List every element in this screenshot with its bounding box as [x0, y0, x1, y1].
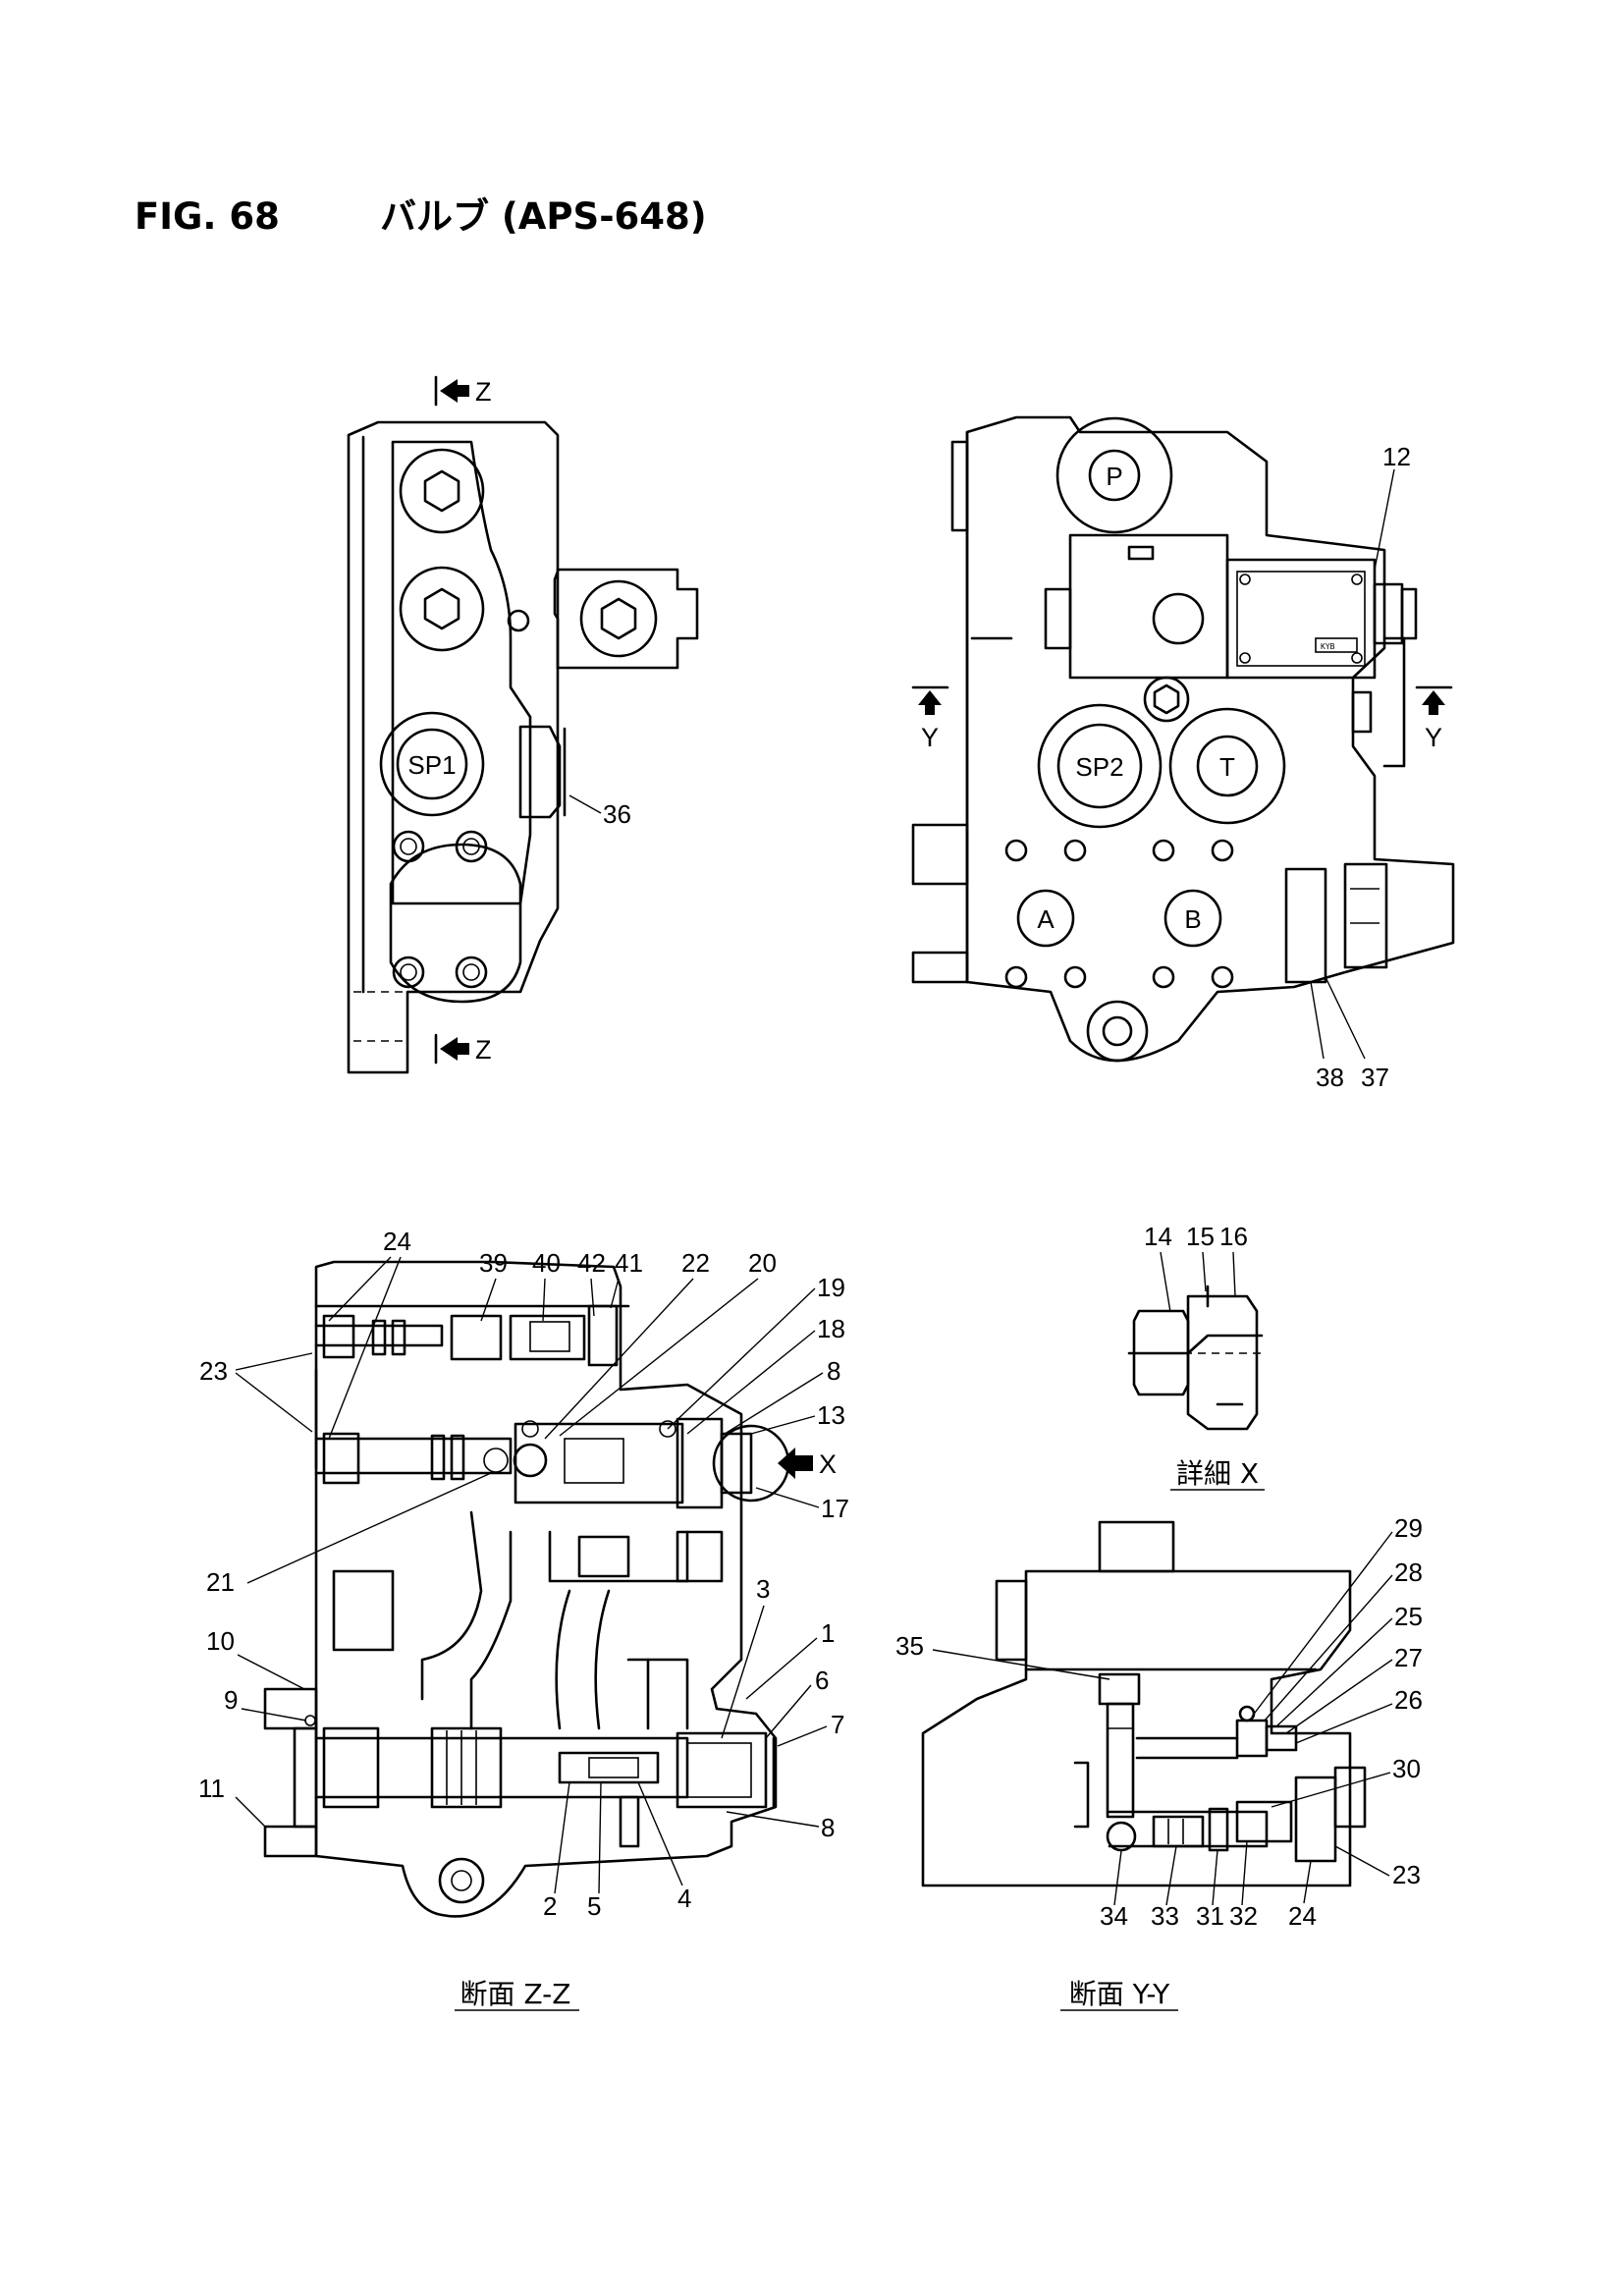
section-zz-view: X — [263, 1260, 837, 1918]
port-label-sp2: SP2 — [1075, 752, 1123, 782]
callout-23-zz: 23 — [199, 1356, 228, 1386]
callout-32: 32 — [1229, 1901, 1258, 1931]
callout-group-section-yy: 29 28 25 27 26 35 30 23 34 33 31 32 24 断… — [895, 1513, 1423, 2011]
callout-38: 38 — [1316, 1063, 1344, 1092]
left-top-view: Z Z SP1 — [347, 375, 699, 1074]
callout-group-left-top: 36 — [568, 794, 631, 829]
callout-30: 30 — [1392, 1754, 1421, 1783]
callout-37: 37 — [1361, 1063, 1389, 1092]
callout-17: 17 — [821, 1494, 849, 1523]
callout-8-upper: 8 — [827, 1356, 840, 1386]
callout-23-yy: 23 — [1392, 1860, 1421, 1889]
right-top-view: P KYB SP2 T A B — [911, 415, 1455, 1063]
section-marker-z-top: Z — [434, 375, 492, 407]
callout-33: 33 — [1151, 1901, 1179, 1931]
callout-35: 35 — [895, 1631, 924, 1661]
section-label-z-bottom: Z — [475, 1035, 492, 1065]
callout-14: 14 — [1144, 1222, 1172, 1251]
callout-28: 28 — [1394, 1558, 1423, 1587]
section-marker-y-left: Y — [911, 685, 949, 752]
callout-16: 16 — [1219, 1222, 1248, 1251]
callout-15: 15 — [1186, 1222, 1215, 1251]
section-label-z-top: Z — [475, 377, 492, 407]
callout-40: 40 — [532, 1248, 561, 1278]
callout-21: 21 — [206, 1567, 235, 1597]
callout-2: 2 — [543, 1891, 557, 1921]
callout-26: 26 — [1394, 1685, 1423, 1715]
port-label-a: A — [1037, 904, 1055, 934]
callout-9: 9 — [224, 1685, 238, 1715]
callout-36: 36 — [603, 799, 631, 829]
port-label-sp1: SP1 — [407, 750, 456, 780]
callout-6: 6 — [815, 1666, 829, 1695]
section-marker-z-bottom: Z — [434, 1033, 492, 1065]
callout-20: 20 — [748, 1248, 777, 1278]
callout-24-zz: 24 — [383, 1227, 411, 1256]
callout-3: 3 — [756, 1574, 770, 1604]
section-yy-view — [921, 1520, 1367, 1887]
callout-4: 4 — [677, 1884, 691, 1913]
figure-title: バルブ (APS-648) — [380, 195, 707, 238]
callout-group-section-zz: 24 39 40 42 41 22 20 19 18 8 13 17 23 21… — [198, 1227, 849, 2011]
callout-19: 19 — [817, 1273, 845, 1302]
caption-detail-x: 詳細 X — [1176, 1457, 1259, 1490]
section-label-y-right: Y — [1425, 723, 1442, 752]
callout-39: 39 — [479, 1248, 508, 1278]
callout-11: 11 — [198, 1774, 225, 1803]
view-marker-x: X — [778, 1448, 837, 1479]
port-label-b: B — [1184, 904, 1201, 934]
callout-18: 18 — [817, 1314, 845, 1343]
callout-42: 42 — [577, 1248, 606, 1278]
callout-7: 7 — [831, 1710, 844, 1739]
callout-8-lower: 8 — [821, 1813, 835, 1842]
callout-10: 10 — [206, 1626, 235, 1656]
callout-24-yy: 24 — [1288, 1901, 1317, 1931]
callout-group-right-top: 12 38 37 — [1310, 442, 1411, 1092]
view-label-x: X — [819, 1449, 837, 1479]
section-label-y-left: Y — [921, 723, 939, 752]
caption-section-zz: 断面 Z-Z — [460, 1978, 571, 2010]
page-title: FIG. 68 バルブ (APS-648) — [135, 187, 707, 240]
callout-25: 25 — [1394, 1602, 1423, 1631]
brand-plate-label: KYB — [1321, 642, 1335, 651]
section-marker-y-right: Y — [1415, 685, 1453, 752]
callout-22: 22 — [681, 1248, 710, 1278]
callout-27: 27 — [1394, 1643, 1423, 1672]
callout-group-detail-x: 14 15 16 詳細 X — [1144, 1222, 1265, 1491]
callout-34: 34 — [1100, 1901, 1128, 1931]
port-label-p: P — [1106, 462, 1122, 491]
callout-29: 29 — [1394, 1513, 1423, 1543]
detail-x-view — [1127, 1285, 1267, 1431]
caption-section-yy: 断面 Y-Y — [1069, 1978, 1170, 2010]
callout-12: 12 — [1382, 442, 1411, 471]
callout-31: 31 — [1196, 1901, 1224, 1931]
callout-1: 1 — [821, 1618, 835, 1648]
figure-number: FIG. 68 — [135, 195, 280, 238]
callout-13: 13 — [817, 1400, 845, 1430]
callout-5: 5 — [587, 1891, 601, 1921]
callout-41: 41 — [615, 1248, 643, 1278]
port-label-t: T — [1219, 752, 1235, 782]
